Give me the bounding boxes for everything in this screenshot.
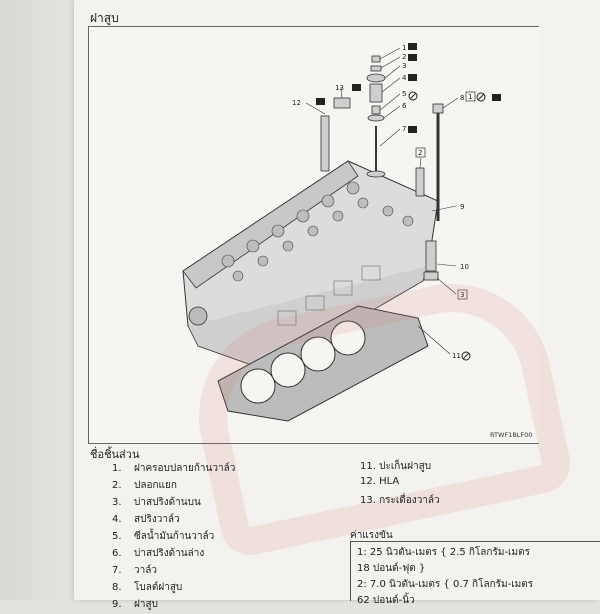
part-item: 5.ซีลน้ำมันก้านวาล์ว xyxy=(112,531,215,542)
part-item: 1.ฝาครอบปลายก้านวาล์ว xyxy=(112,463,236,474)
callout-10: 10 xyxy=(460,263,469,271)
torque-heading: ค่าแรงขัน xyxy=(350,530,393,541)
torque-line: 2: 7.0 นิวตัน-เมตร { 0.7 กิโลกรัม-เมตร xyxy=(357,579,534,590)
parts-list-right: 11. ปะเก็นฝาสูบ 12. HLA 13. กระเดื่องวาล… xyxy=(360,459,440,510)
sensor-part xyxy=(423,240,439,281)
cylinder-head-body xyxy=(182,160,439,372)
callout-labels: 1 2 3 4 5 6 7 8 9 10 11 12 13 xyxy=(292,44,469,360)
torque-box-2: 2 xyxy=(418,149,422,157)
callout-9: 9 xyxy=(460,203,464,211)
callout-4: 4 xyxy=(402,74,407,82)
page-title: ฝาสูบ xyxy=(90,11,119,25)
part-item: 11. ปะเก็นฝาสูบ xyxy=(360,461,432,472)
part-item: 4.สปริงวาล์ว xyxy=(112,514,180,525)
cylinder-head-exploded-diagram: 1 2 3 4 5 6 7 8 9 10 11 12 13 1 2 3 xyxy=(182,43,501,422)
no-reuse-icons xyxy=(408,91,486,361)
head-gasket xyxy=(217,305,429,422)
valve-parts-stack xyxy=(366,55,386,178)
callout-1: 1 xyxy=(402,44,406,52)
part-item: 2.ปลอกแยก xyxy=(112,480,177,491)
torque-reference-boxes: 1 2 3 xyxy=(415,91,476,300)
leader-lines xyxy=(305,47,459,355)
part-item: 13. กระเดื่องวาล์ว xyxy=(360,495,440,506)
callout-8: 8 xyxy=(460,94,464,102)
part-item: 3.บ่าสปริงด้านบน xyxy=(112,497,201,508)
hla-and-rocker-arm xyxy=(320,97,351,172)
callout-7: 7 xyxy=(402,125,406,133)
dowel-pin xyxy=(415,167,425,197)
torque-box-3: 3 xyxy=(460,291,464,299)
figure-code: RTWF1BLF00 xyxy=(490,431,533,439)
callout-6: 6 xyxy=(402,102,407,110)
callout-12: 12 xyxy=(292,99,301,107)
part-item: 7.วาล์ว xyxy=(112,565,157,576)
torque-line: 18 ปอนด์-ฟุต } xyxy=(357,563,426,574)
torque-line: 62 ปอนด์-นิ้ว xyxy=(357,595,415,606)
torque-table xyxy=(350,541,600,601)
torque-line: 1: 25 นิวตัน-เมตร { 2.5 กิโลกรัม-เมตร xyxy=(357,547,530,558)
parts-list-left: 1.ฝาครอบปลายก้านวาล์ว 2.ปลอกแยก 3.บ่าสปร… xyxy=(112,461,235,614)
part-item: 6.บ่าสปริงด้านล่าง xyxy=(112,548,205,559)
head-bolt xyxy=(432,103,444,221)
torque-box-1: 1 xyxy=(468,93,472,101)
callout-3: 3 xyxy=(402,62,406,70)
parts-heading: ชื่อชิ้นส่วน xyxy=(90,448,140,461)
part-item: 8.โบลต์ฝาสูบ xyxy=(112,582,183,593)
callout-5: 5 xyxy=(402,90,406,98)
oil-can-icons xyxy=(316,43,501,133)
callout-13: 13 xyxy=(335,84,344,92)
part-item: 12. HLA xyxy=(360,476,400,487)
callout-2: 2 xyxy=(402,53,406,61)
callout-11: 11 xyxy=(452,352,461,360)
